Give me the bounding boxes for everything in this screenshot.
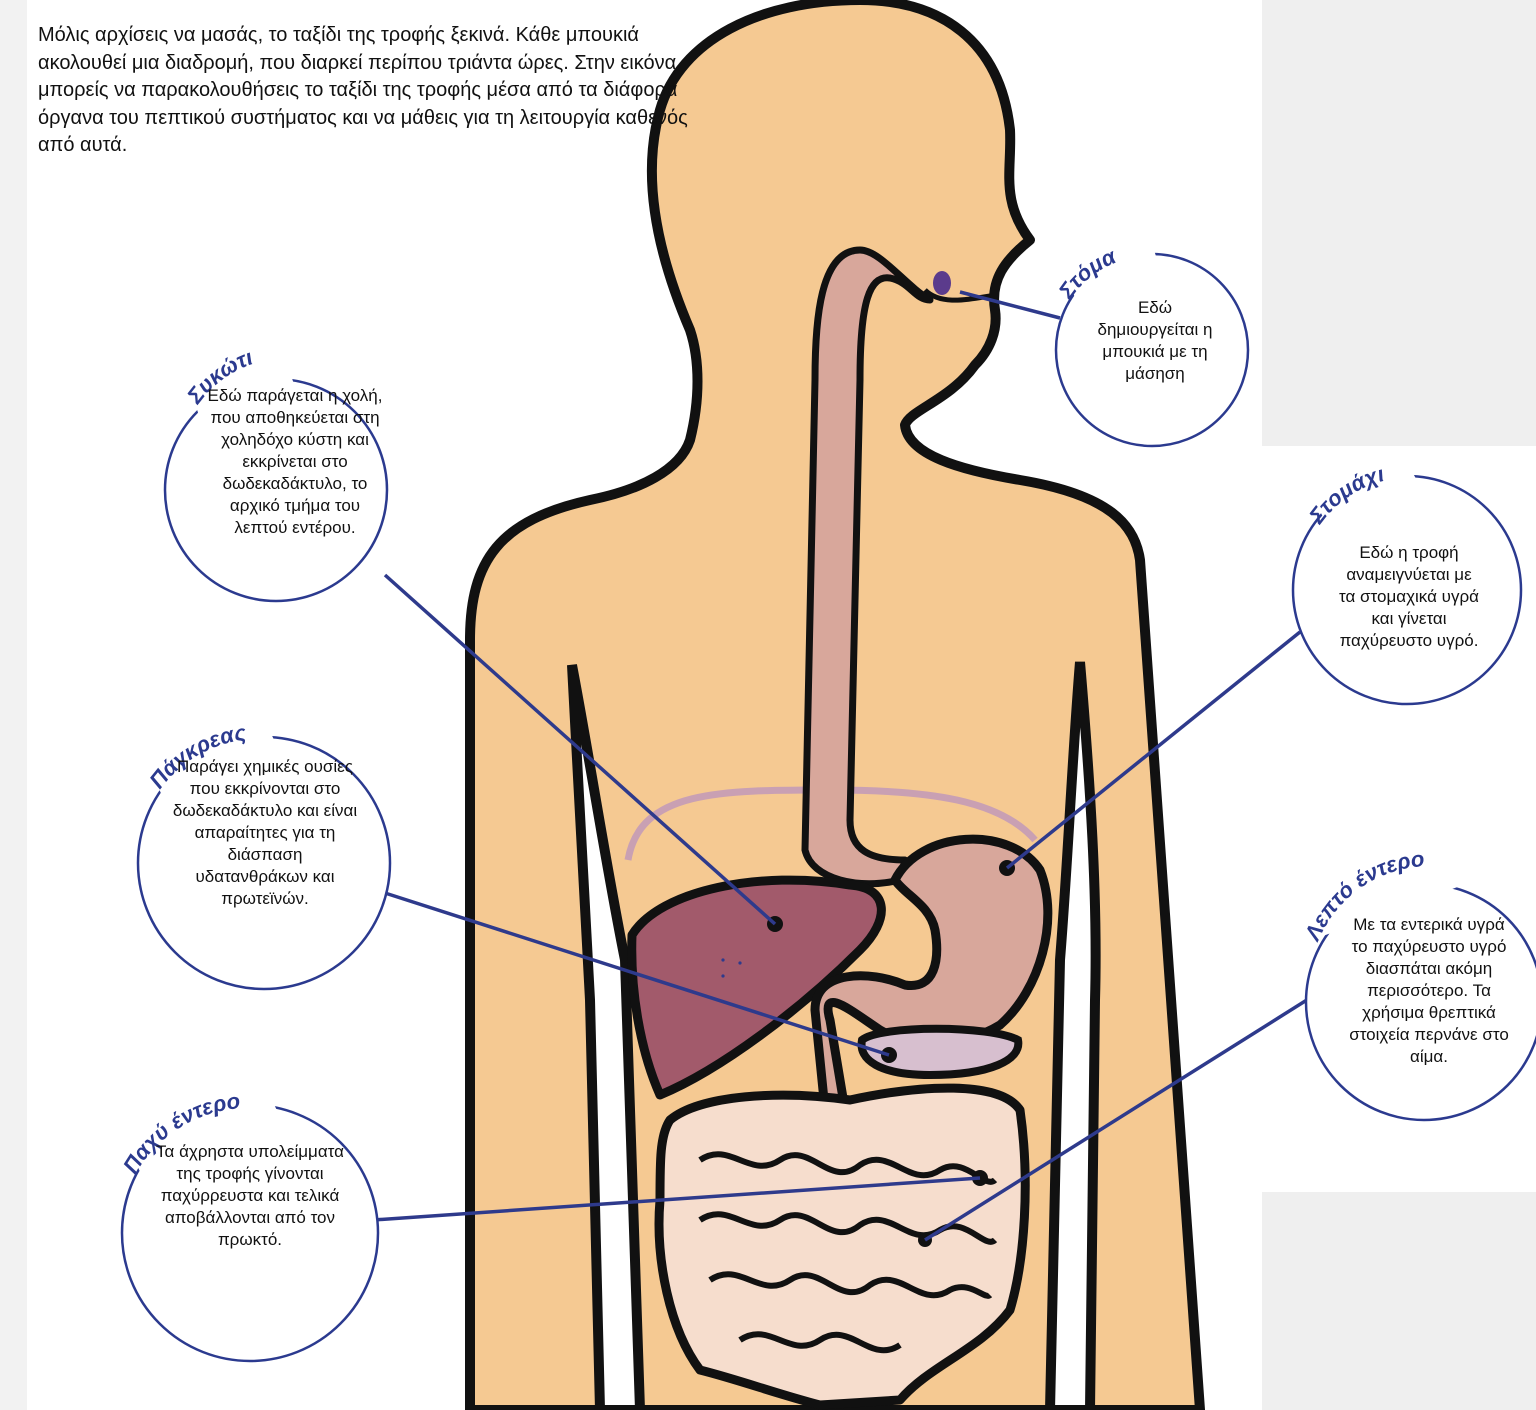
intestine-coils <box>698 1151 998 1354</box>
esophagus <box>801 246 934 888</box>
liver-dot-2 <box>738 961 742 965</box>
small-intestine-description: Με τα εντερικά υγρά το παχύρευστο υγρό δ… <box>1349 915 1509 1066</box>
mouth-description: Εδώ δημιουργείται η μπουκιά με τη μάσηση <box>1097 298 1213 383</box>
pancreas-organ <box>857 1024 1023 1080</box>
right-arm-gap <box>1044 661 1101 1410</box>
left-margin-panel <box>0 0 27 1410</box>
stomach-organ <box>810 834 1053 1115</box>
mouth-tongue <box>933 271 951 295</box>
mouth-title-gap <box>1062 233 1164 307</box>
stomach-leader-line <box>1005 630 1302 870</box>
intro-paragraph: Μόλις αρχίσεις να μασάς, το ταξίδι της τ… <box>38 24 688 156</box>
liver-organ <box>627 875 886 1100</box>
leader-lines <box>372 290 1311 1242</box>
callout-circles <box>120 252 1536 1363</box>
liver-title-gap <box>184 340 294 415</box>
liver-description: Εδώ παράγεται η χολή, που αποθηκεύεται σ… <box>207 386 383 537</box>
title-gaps <box>124 233 1471 1188</box>
right-margin-panel-bottom <box>1262 1192 1536 1410</box>
small-intestine-leader-line <box>924 996 1311 1242</box>
right-margin-panel-top <box>1262 0 1536 446</box>
intestines-outline <box>654 1083 1030 1410</box>
liver-dot-3 <box>721 974 725 978</box>
large-intestine-title-gap <box>124 1074 284 1188</box>
large-intestine-leader-line <box>372 1176 981 1222</box>
large-intestine-description: Τα άχρηστα υπολείμματα της τροφής γίνοντ… <box>156 1142 344 1249</box>
mouth-leader-line <box>959 290 1061 320</box>
stomach-title-gap <box>1313 451 1424 541</box>
liver-dot-1 <box>721 958 725 962</box>
left-arm-gap <box>567 664 646 1410</box>
pancreas-title-gap <box>147 711 282 810</box>
pancreas-leader-line <box>384 891 890 1057</box>
small-intestine-title-gap <box>1308 835 1471 936</box>
liver-leader-line <box>383 573 777 926</box>
pancreas-description: Παράγει χημικές ουσίες που εκκρίνονται σ… <box>172 757 358 908</box>
stomach-description: Εδώ η τροφή αναμειγνύεται με τα στομαχικ… <box>1339 543 1479 650</box>
